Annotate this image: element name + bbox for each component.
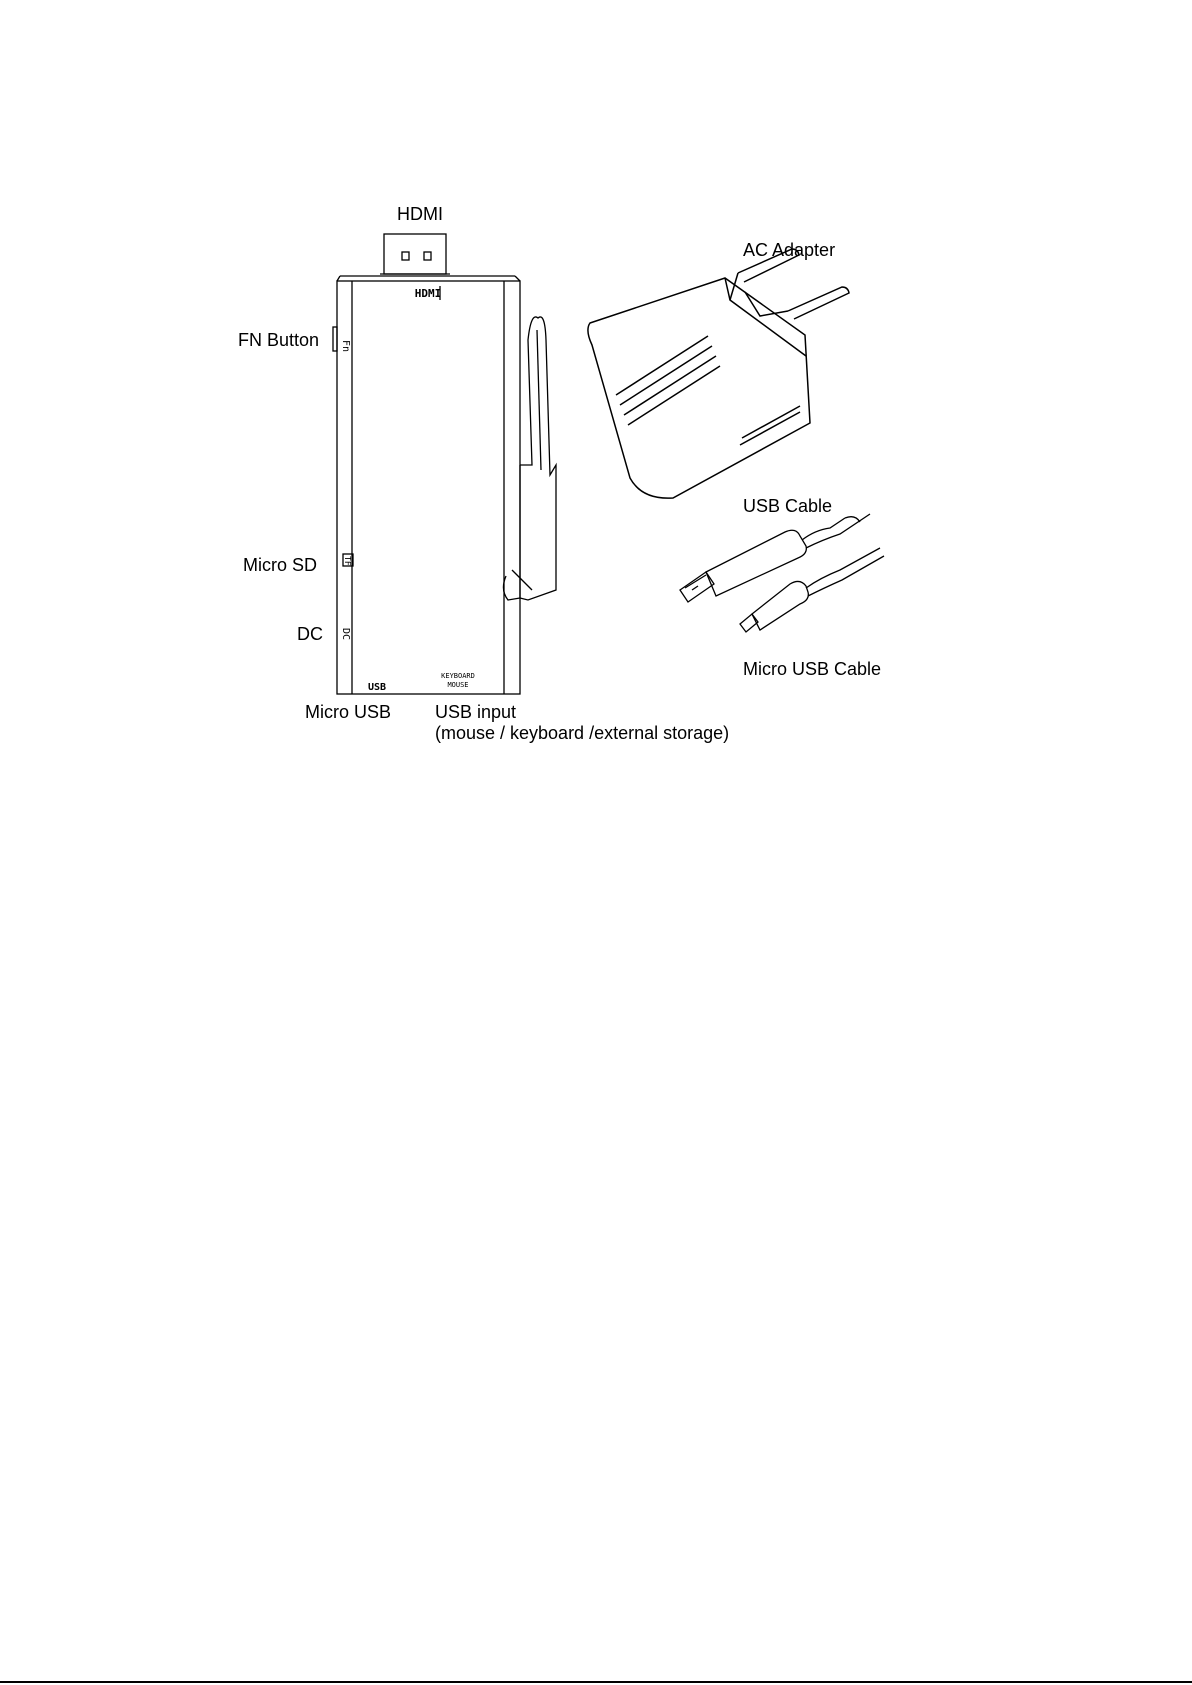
hdmi-connector-drawing — [380, 234, 450, 274]
device-marking-mouse: MOUSE — [447, 681, 468, 689]
label-micro-usb: Micro USB — [305, 702, 391, 723]
label-ac-adapter: AC Adapter — [743, 240, 835, 261]
device-marking-fn: Fn — [340, 340, 351, 352]
antenna-drawing — [503, 317, 556, 600]
usb-cable-drawing — [680, 514, 870, 602]
device-marking-hdmi: HDMI — [415, 287, 442, 300]
device-marking-tf: TF — [343, 556, 352, 566]
bottom-divider — [0, 1681, 1192, 1683]
device-diagram: HDMI Fn TF DC USB KEYBOARD MOUSE HDMI AC… — [0, 0, 1192, 760]
label-usb-cable: USB Cable — [743, 496, 832, 517]
label-usb-input-note: (mouse / keyboard /external storage) — [435, 723, 729, 744]
ac-adapter-drawing — [588, 249, 849, 498]
label-fn-button: FN Button — [238, 330, 319, 351]
device-marking-keyboard: KEYBOARD — [441, 672, 475, 680]
device-body-drawing — [333, 276, 520, 694]
label-hdmi: HDMI — [397, 204, 443, 225]
label-micro-usb-cable: Micro USB Cable — [743, 659, 881, 680]
device-marking-usb: USB — [368, 682, 386, 693]
label-dc: DC — [297, 624, 323, 645]
label-usb-input: USB input — [435, 702, 516, 723]
diagram-drawing: HDMI Fn TF DC USB KEYBOARD MOUSE — [0, 0, 1192, 760]
label-micro-sd: Micro SD — [243, 555, 317, 576]
micro-usb-cable-drawing — [740, 548, 884, 632]
device-marking-dc: DC — [340, 628, 351, 640]
